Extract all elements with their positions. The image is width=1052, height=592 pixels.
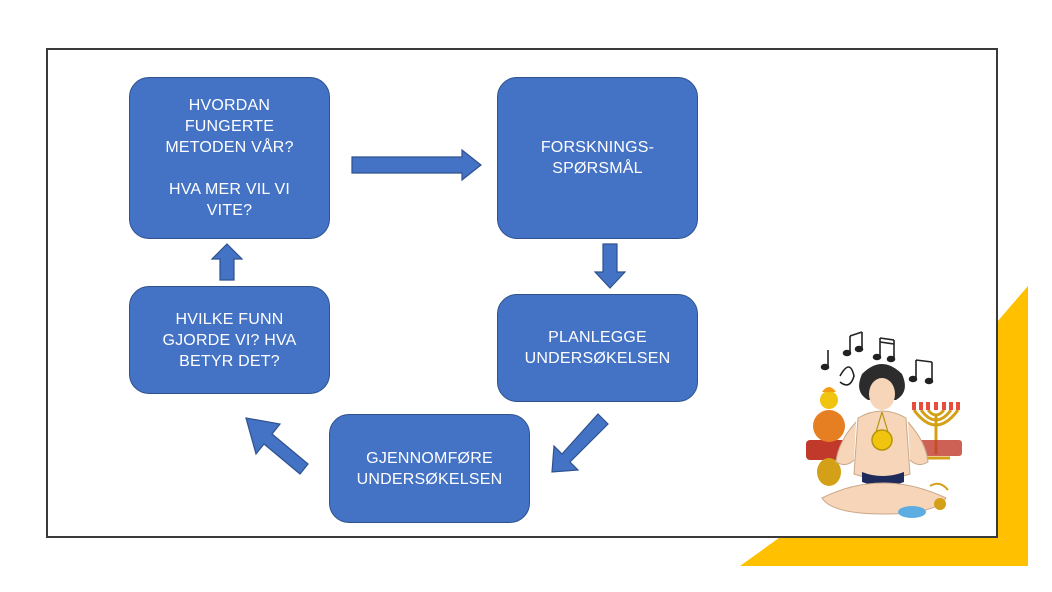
arrow-findings-to-reflect xyxy=(211,243,243,281)
arrow-question-to-plan xyxy=(594,243,626,289)
node-findings-label: HVILKE FUNN GJORDE VI? HVA BETYR DET? xyxy=(162,310,297,370)
node-execute: GJENNOMFØRE UNDERSØKELSEN xyxy=(329,414,530,523)
ritual-objects-icon xyxy=(898,482,949,518)
node-reflect-label: HVORDAN FUNGERTE METODEN VÅR? HVA MER VI… xyxy=(165,97,294,219)
node-reflect: HVORDAN FUNGERTE METODEN VÅR? HVA MER VI… xyxy=(129,77,330,239)
node-plan: PLANLEGGE UNDERSØKELSEN xyxy=(497,294,698,402)
node-research-question-label: FORSKNINGS- SPØRSMÅL xyxy=(540,139,655,177)
meditating-person-icon xyxy=(821,364,947,515)
node-execute-label: GJENNOMFØRE UNDERSØKELSEN xyxy=(356,449,503,488)
arrow-plan-to-execute xyxy=(551,413,609,473)
node-findings: HVILKE FUNN GJORDE VI? HVA BETYR DET? xyxy=(129,286,330,394)
arrow-reflect-to-question xyxy=(351,148,482,182)
music-notes-icon xyxy=(820,331,934,386)
node-plan-label: PLANLEGGE UNDERSØKELSEN xyxy=(524,329,671,367)
meditating-figure-illustration xyxy=(806,331,962,518)
node-research-question: FORSKNINGS- SPØRSMÅL xyxy=(497,77,698,239)
arrow-execute-to-findings xyxy=(245,417,309,475)
